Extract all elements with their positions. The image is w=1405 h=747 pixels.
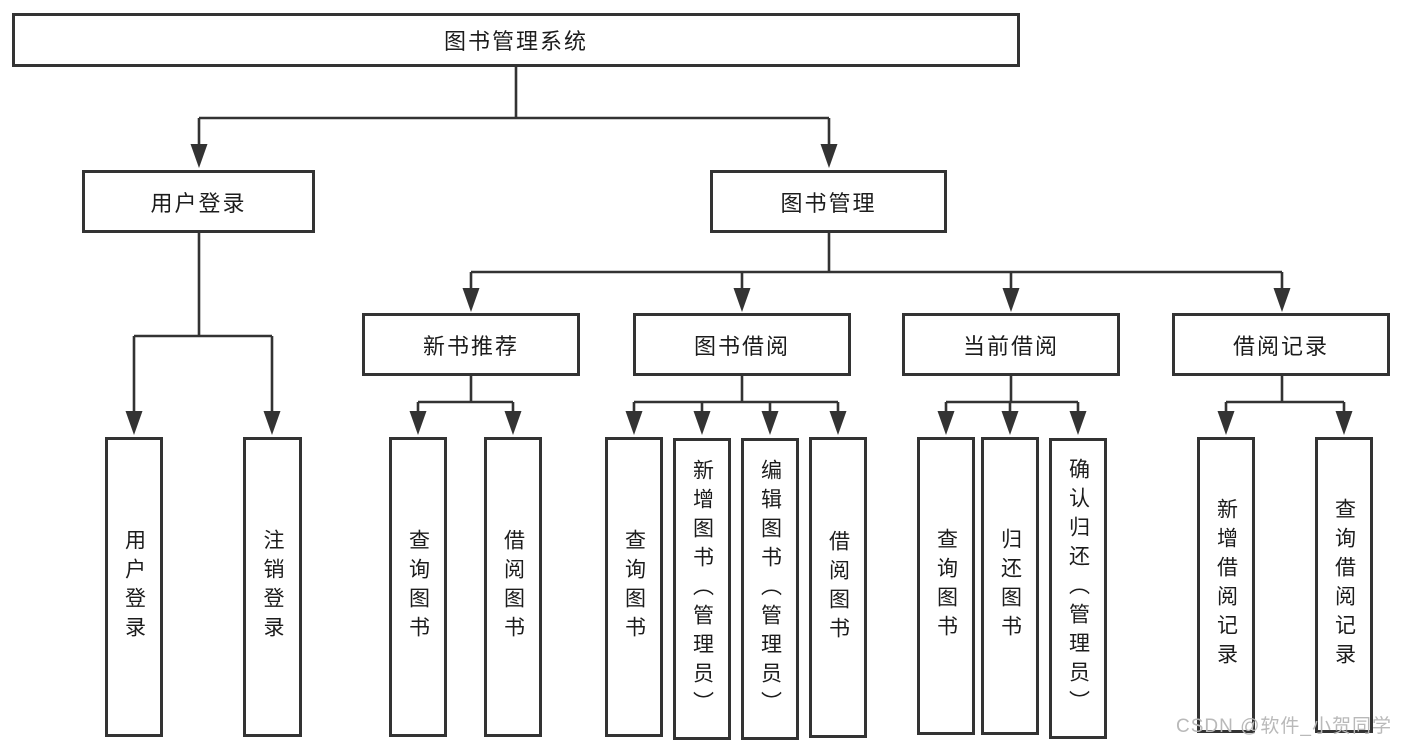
arrowhead-icon	[1002, 288, 1020, 312]
watermark: CSDN @软件_小贺同学	[1176, 716, 1392, 737]
node-label: 查询图书	[622, 529, 646, 645]
node-new-book-recommend: 新书推荐	[362, 313, 580, 376]
arrowhead-icon	[190, 144, 208, 168]
arrowhead-icon	[733, 288, 751, 312]
node-label: 新书推荐	[422, 333, 519, 359]
leaf-confirm-return-admin: 确认归还（管理员）	[1049, 438, 1107, 739]
node-current-borrow: 当前借阅	[902, 313, 1120, 376]
connector-path	[132, 67, 1346, 418]
node-borrow-records: 借阅记录	[1172, 313, 1390, 376]
arrowhead-icon	[693, 411, 711, 435]
leaf-add-borrow-record: 新增借阅记录	[1197, 437, 1255, 733]
arrowhead-icon	[125, 411, 143, 435]
arrowhead-icon	[504, 411, 522, 435]
arrowhead-icon	[1001, 411, 1019, 435]
arrowhead-icon	[1069, 411, 1087, 435]
node-label: 查询图书	[934, 528, 958, 644]
node-label: 归还图书	[998, 528, 1022, 644]
arrowhead-icon	[1273, 288, 1291, 312]
leaf-edit-book-admin: 编辑图书（管理员）	[741, 438, 799, 740]
arrowhead-icon	[625, 411, 643, 435]
node-label: 当前借阅	[962, 333, 1059, 359]
leaf-return-book: 归还图书	[981, 437, 1039, 735]
leaf-query-books-borrow: 查询图书	[605, 437, 663, 737]
leaf-user-login: 用户登录	[105, 437, 163, 737]
node-label: 借阅图书	[826, 529, 850, 646]
node-label: 借阅图书	[501, 529, 525, 645]
node-label: 新增借阅记录	[1214, 498, 1238, 672]
leaf-query-books-recommend: 查询图书	[389, 437, 447, 737]
node-label: 查询图书	[406, 529, 430, 645]
node-label: 新增图书（管理员）	[690, 458, 714, 720]
node-label: 查询借阅记录	[1332, 498, 1356, 672]
arrowhead-icon	[462, 288, 480, 312]
leaf-add-book-admin: 新增图书（管理员）	[673, 438, 731, 740]
leaf-borrow-books: 借阅图书	[809, 437, 867, 738]
node-book-management: 图书管理	[710, 170, 947, 233]
node-label: 图书管理系统	[443, 29, 588, 54]
leaf-logout: 注销登录	[243, 437, 302, 737]
arrowhead-icon	[761, 411, 779, 435]
node-user-login: 用户登录	[82, 170, 315, 233]
node-book-borrow: 图书借阅	[633, 313, 851, 376]
node-label: 借阅记录	[1232, 333, 1329, 359]
node-label: 图书管理	[780, 190, 877, 216]
node-label: 用户登录	[122, 529, 146, 645]
node-label: 确认归还（管理员）	[1066, 458, 1090, 719]
node-label: 编辑图书（管理员）	[758, 458, 782, 720]
arrowhead-icon	[1335, 411, 1353, 435]
node-label: 用户登录	[150, 190, 247, 216]
arrowhead-icon	[829, 411, 847, 435]
node-label: 图书借阅	[693, 333, 790, 359]
arrowhead-icon	[263, 411, 281, 435]
node-label: 注销登录	[261, 529, 284, 645]
node-root: 图书管理系统	[12, 13, 1020, 67]
arrowhead-icon	[820, 144, 838, 168]
leaf-borrow-books-recommend: 借阅图书	[484, 437, 542, 737]
arrowhead-icon	[937, 411, 955, 435]
arrowhead-icon	[1217, 411, 1235, 435]
arrowhead-icon	[409, 411, 427, 435]
leaf-query-borrow-record: 查询借阅记录	[1315, 437, 1373, 733]
leaf-query-books-current: 查询图书	[917, 437, 975, 735]
